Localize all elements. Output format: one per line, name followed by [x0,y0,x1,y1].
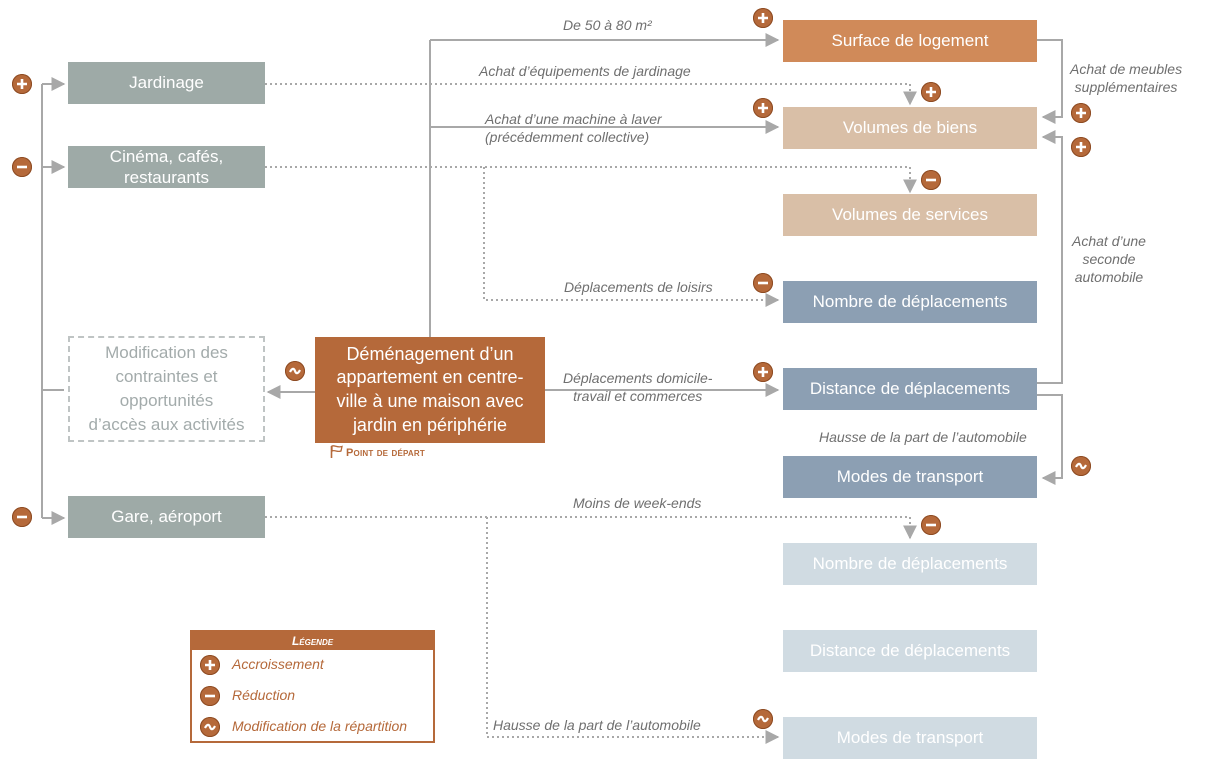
minus-icon [12,157,32,177]
node-start-line-3: ville à une maison avec [336,391,524,411]
legend-item-minus: Réduction [192,681,433,712]
node-nombre-deplacements: Nombre de déplacements [783,281,1037,323]
start-marker-label: Point de départ [346,447,425,459]
plus-icon [753,362,773,382]
node-start-line-1: Déménagement d’un [346,343,514,364]
tilde-icon [1071,456,1091,476]
edge-label-automobile: Achat d’une seconde automobile [1072,232,1146,287]
node-modes-transport-2-label: Modes de transport [836,727,984,747]
start-marker: Point de départ [330,445,425,459]
edge-label-hausse-2: Hausse de la part de l’automobile [493,717,701,733]
edge-label-domicile-line-1: Déplacements domicile- [563,370,713,386]
minus-icon [753,273,773,293]
edge-label-automobile-line-1: Achat d’une [1072,233,1146,249]
tilde-icon [285,361,305,381]
node-modification-line-2: contraintes et [115,367,218,387]
edge-label-machine: Achat d’une machine à laver (précédemmen… [485,110,662,146]
edge-label-loisirs: Déplacements de loisirs [564,279,713,295]
node-start: Déménagement d’un appartement en centre-… [315,337,545,443]
plus-icon [753,98,773,118]
edge-label-meubles-line-2: supplémentaires [1074,79,1178,96]
node-nombre-deplacements-label: Nombre de déplacements [812,291,1008,311]
edge-label-meubles: Achat de meubles supplémentaires [1070,60,1182,96]
plus-icon [753,8,773,28]
node-start-line-2: appartement en centre- [336,367,524,388]
flag-icon [330,445,343,458]
node-volumes-services: Volumes de services [783,194,1037,236]
node-gare-label: Gare, aéroport [111,506,222,526]
node-modification: Modification des contraintes et opportun… [68,336,265,442]
plus-icon [921,82,941,102]
legend: Légende Accroissement Réduction Modifica… [190,630,435,743]
edge-label-automobile-line-3: automobile [1074,269,1144,286]
node-nombre-deplacements-2: Nombre de déplacements [783,543,1037,585]
node-nombre-deplacements-2-label: Nombre de déplacements [812,553,1008,573]
edge-label-jardinage: Achat d’équipements de jardinage [479,63,691,79]
node-distance-deplacements-2-label: Distance de déplacements [809,640,1011,660]
node-cinema: Cinéma, cafés, restaurants [68,146,265,188]
legend-item-label: Modification de la répartition [232,718,408,734]
edge-label-machine-line-1: Achat d’une machine à laver [485,111,662,127]
edge-label-meubles-line-1: Achat de meubles [1070,61,1183,77]
plus-icon [1071,137,1091,157]
tilde-icon [753,709,773,729]
edge-label-domicile-line-2: travail et commerces [573,388,703,405]
minus-icon [200,686,220,706]
edge-label-hausse-1: Hausse de la part de l’automobile [819,429,1027,445]
minus-icon [921,170,941,190]
node-cinema-line-1: Cinéma, cafés, [109,146,224,166]
node-volumes-biens-label: Volumes de biens [842,117,978,137]
plus-icon [1071,103,1091,123]
node-cinema-line-2: restaurants [123,168,210,187]
minus-icon [12,507,32,527]
node-volumes-services-label: Volumes de services [832,204,988,224]
legend-title: Légende [192,632,433,650]
node-modes-transport-label: Modes de transport [836,466,984,486]
legend-item-tilde: Modification de la répartition [192,712,433,743]
node-jardinage: Jardinage [68,62,265,104]
node-surface-logement: Surface de logement [783,20,1037,62]
tilde-icon [200,717,220,737]
edge-label-automobile-line-2: seconde [1082,251,1136,268]
legend-item-label: Réduction [232,687,296,703]
node-modification-line-1: Modification des [105,343,228,363]
edge-label-machine-line-2: (précédemment collective) [485,129,650,146]
node-modes-transport: Modes de transport [783,456,1037,498]
node-distance-deplacements-label: Distance de déplacements [809,378,1011,398]
node-modification-line-3: opportunités [119,391,214,410]
plus-icon [200,655,220,675]
edge-label-weekends: Moins de week-ends [573,495,702,511]
node-surface-logement-label: Surface de logement [831,30,989,50]
edge-label-surface: De 50 à 80 m² [563,17,652,33]
node-volumes-biens: Volumes de biens [783,107,1037,149]
node-modes-transport-2: Modes de transport [783,717,1037,759]
node-distance-deplacements-2: Distance de déplacements [783,630,1037,672]
node-gare: Gare, aéroport [68,496,265,538]
node-jardinage-label: Jardinage [129,72,204,92]
legend-item-label: Accroissement [232,656,324,672]
node-modification-line-4: d’accès aux activités [88,414,245,434]
plus-icon [12,74,32,94]
edge-label-domicile: Déplacements domicile- travail et commer… [563,369,712,405]
node-distance-deplacements: Distance de déplacements [783,368,1037,410]
minus-icon [921,515,941,535]
legend-item-plus: Accroissement [192,650,433,681]
node-start-line-4: jardin en périphérie [352,414,508,435]
